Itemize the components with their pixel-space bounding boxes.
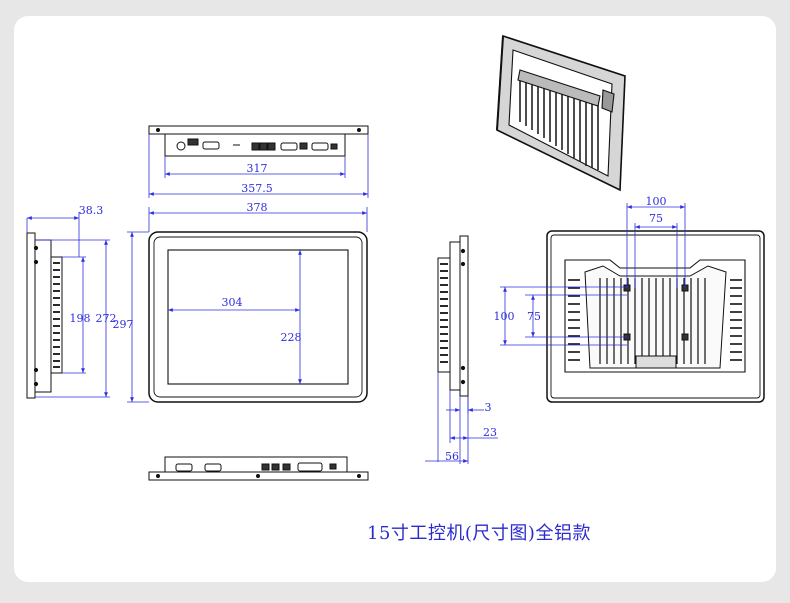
dim-side-depth: 38.3 [79, 204, 104, 217]
dim-bottom-inner-width: 317 [247, 162, 268, 175]
dim-screen-width: 304 [222, 296, 243, 309]
rear-view-dimensions [500, 203, 686, 346]
dim-hole-inner-vertical: 75 [527, 310, 541, 323]
bottom-view-lower [148, 456, 369, 481]
front-view [148, 231, 368, 403]
rear-view [546, 230, 765, 403]
dim-hole-outer-vertical: 100 [494, 310, 515, 323]
dim-side2-depth: 56 [445, 450, 459, 463]
dim-side-bracket-height: 198 [70, 312, 91, 325]
bottom-view-dimensions [148, 134, 369, 198]
dim-hole-inner: 75 [649, 212, 663, 225]
dim-side2-lip: 3 [485, 401, 492, 414]
dim-side2-mid: 23 [483, 426, 497, 439]
side-view-right [437, 235, 469, 397]
dim-screen-height: 228 [281, 331, 302, 344]
bottom-view-top [148, 125, 369, 157]
side-view-right-dimensions [425, 372, 498, 464]
rear-perspective-view [496, 34, 626, 192]
dim-front-width: 378 [247, 201, 268, 214]
dim-hole-outer: 100 [646, 195, 667, 208]
drawing-caption: 15寸工控机(尺寸图)全铝款 [367, 523, 591, 544]
side-view-left [26, 232, 63, 399]
front-view-dimensions [127, 207, 368, 403]
dim-bottom-outer-width: 357.5 [241, 182, 273, 195]
side-view-left-dimensions [26, 212, 110, 398]
dim-side-height: 272 [96, 312, 117, 325]
dim-front-height: 297 [113, 318, 134, 331]
